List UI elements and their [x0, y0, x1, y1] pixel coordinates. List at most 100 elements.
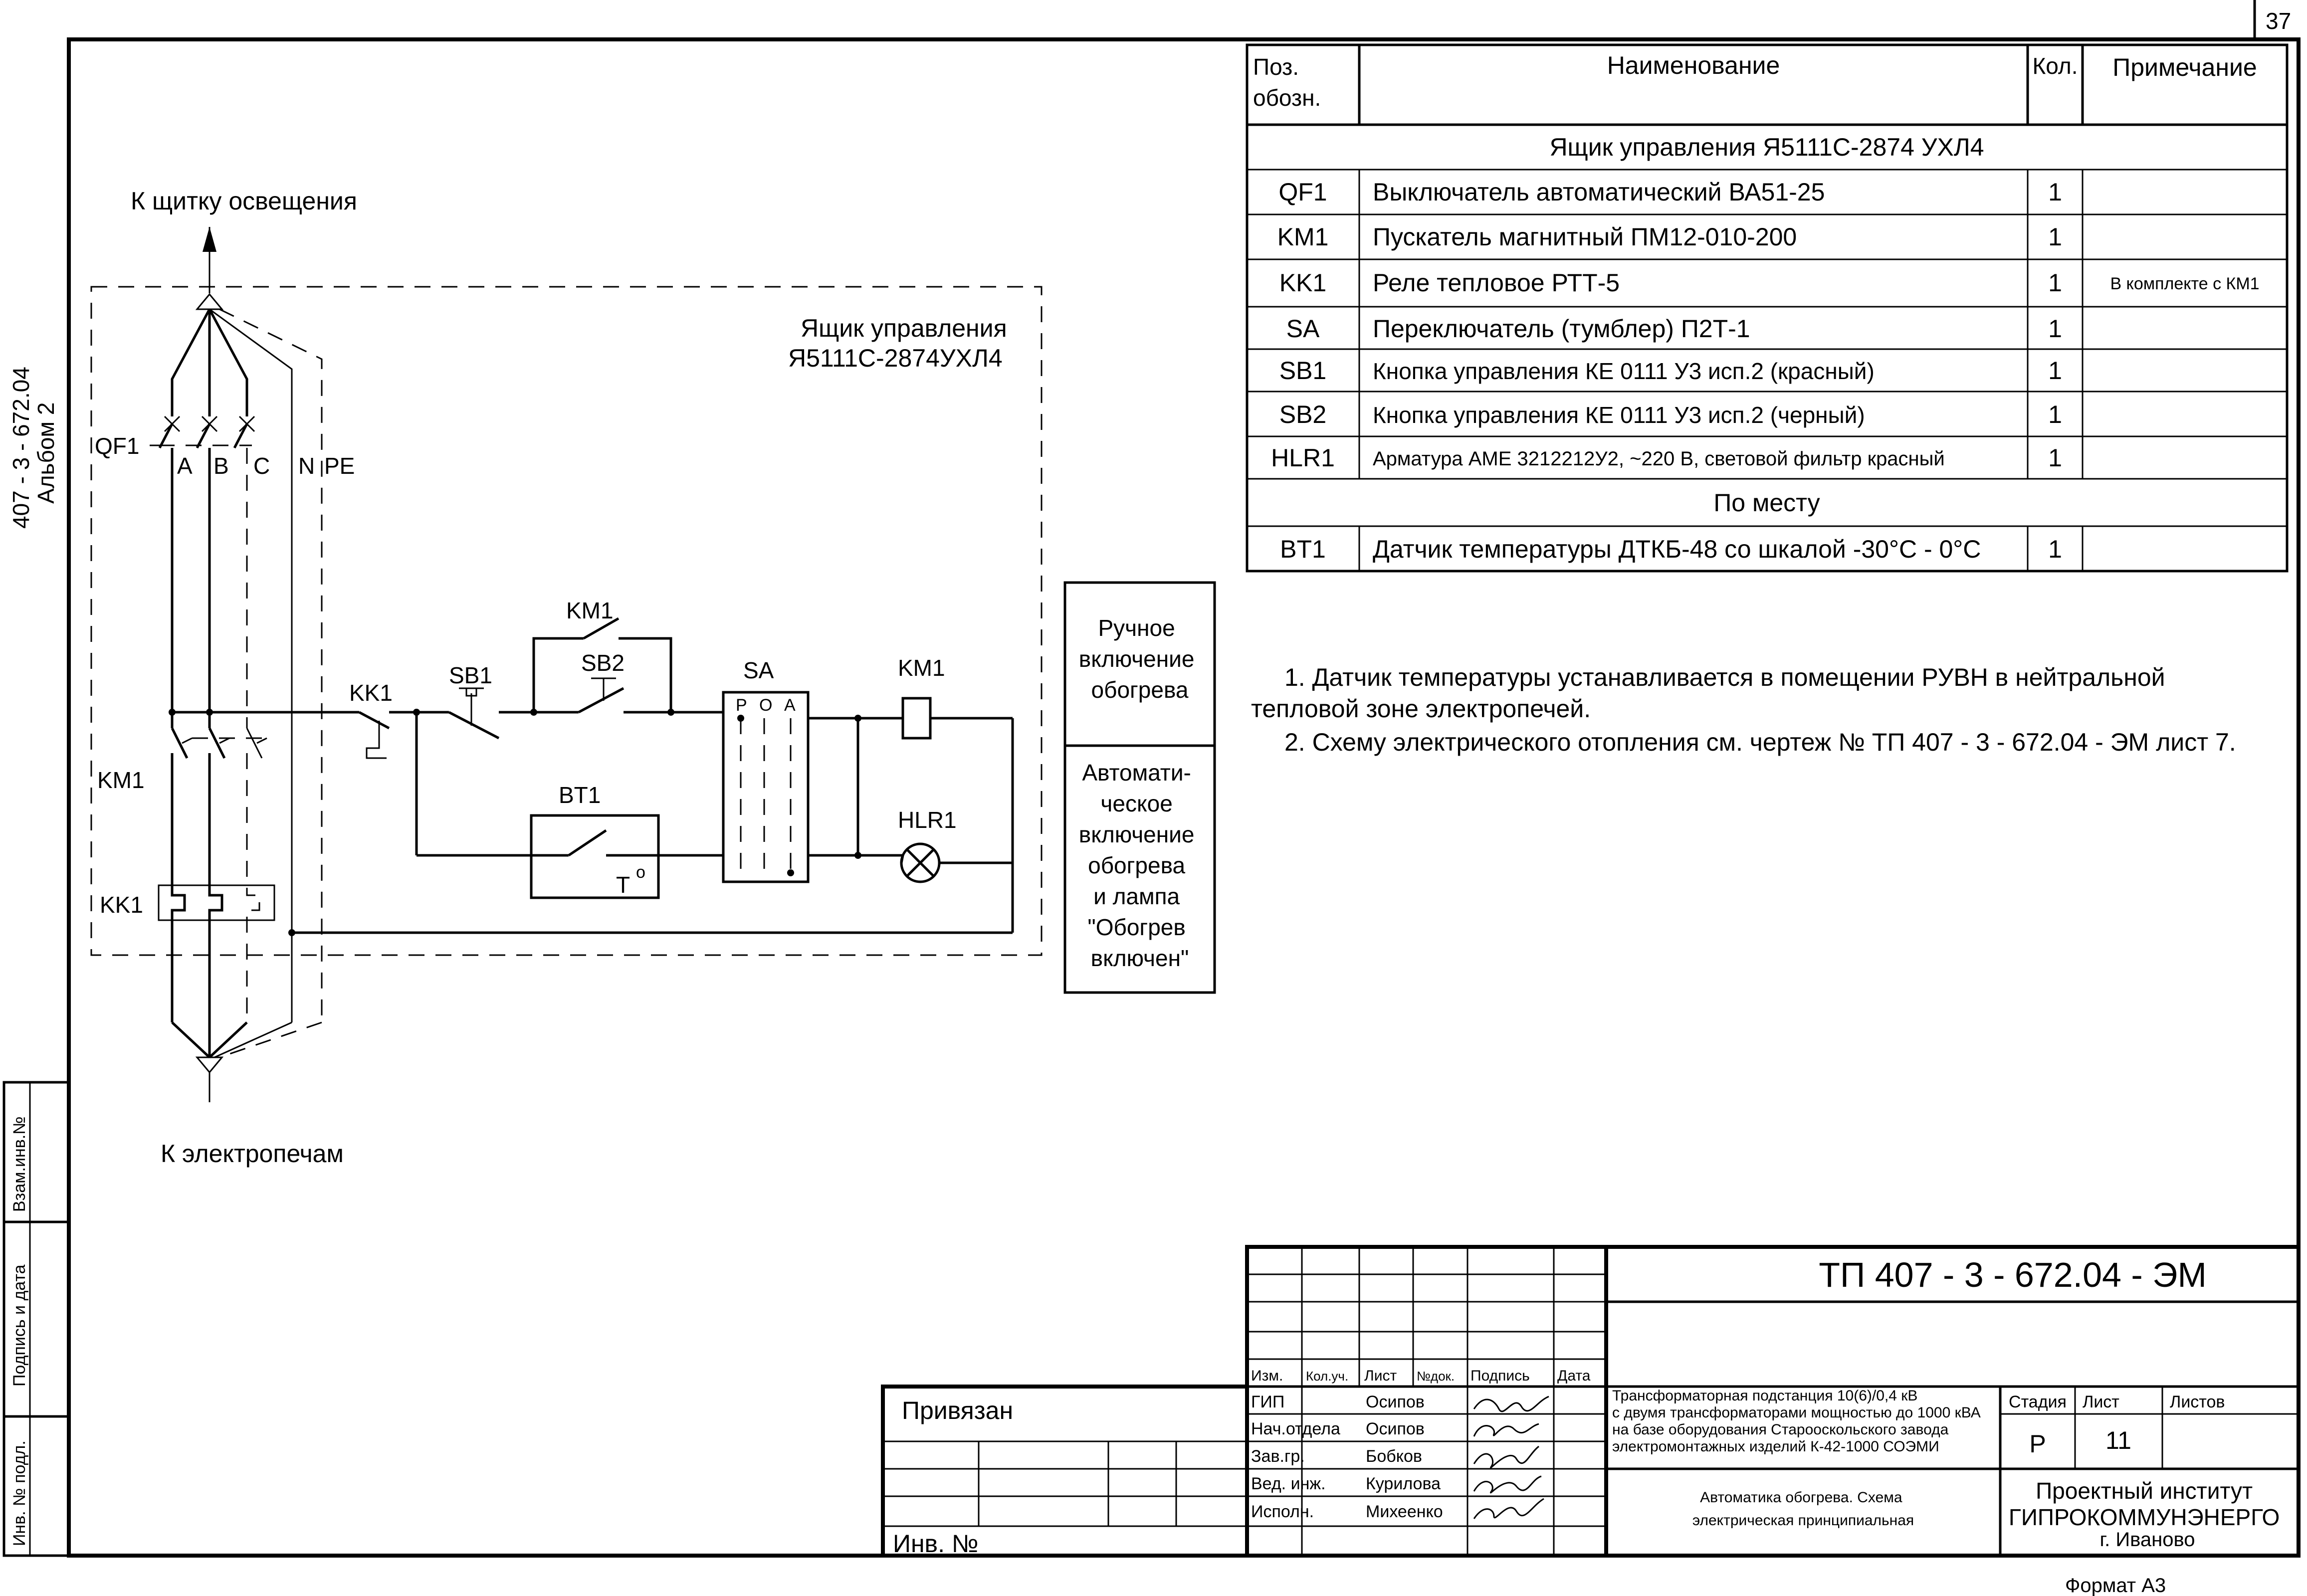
col-date: Дата — [1557, 1368, 1591, 1384]
lamp-icon — [900, 842, 941, 883]
spec-name: Датчик температуры ДТКБ-48 со шкалой -30… — [1373, 535, 1981, 563]
project-title-line3: на базе оборудования Старооскольского за… — [1612, 1421, 1949, 1438]
spec-name: Арматура АМЕ 3212212У2, ~220 В, световой… — [1373, 448, 1945, 470]
person-name: Курилова — [1366, 1474, 1441, 1493]
legend-auto-line1: Автомати- — [1082, 760, 1191, 786]
spec-row: KK1 Реле тепловое РТТ-5 1 В комплекте с … — [1279, 269, 2260, 297]
signature-mark — [1473, 1396, 1549, 1412]
col-doc: №док. — [1417, 1369, 1455, 1384]
side-code-line1: 407 - 3 - 672.04 — [8, 367, 34, 529]
sheet-title-line2: электрическая принципиальная — [1692, 1512, 1914, 1529]
sa-pos-a: A — [784, 696, 796, 715]
label-phase-a: A — [177, 453, 193, 479]
sheet-title: Автоматика обогрева. Схема электрическая… — [1692, 1489, 1914, 1529]
col-izm: Изм. — [1251, 1368, 1283, 1384]
spec-row: QF1 Выключатель автоматический ВА51-25 1 — [1278, 178, 2062, 206]
person-row: ГИП Осипов — [1251, 1393, 1549, 1412]
spec-header-pos: Поз. обозн. — [1253, 54, 1321, 111]
label-phase-c: C — [253, 453, 270, 479]
spec-header-pos-line1: Поз. — [1253, 54, 1299, 80]
note-1a: 1. Датчик температуры устанавливается в … — [1284, 663, 2165, 691]
legend-manual-line1: Ручное — [1098, 615, 1175, 641]
legend-auto-line4: обогрева — [1088, 852, 1185, 878]
spec-pos: SB1 — [1279, 357, 1327, 385]
label-neutral: N — [298, 453, 315, 479]
spec-row: BT1 Датчик температуры ДТКБ-48 со шкалой… — [1280, 535, 2062, 563]
label-qf1: QF1 — [95, 433, 139, 459]
label-to-lighting: К щитку освещения — [131, 187, 357, 215]
label-hlr1: HLR1 — [898, 807, 957, 833]
person-role: Исполн. — [1251, 1502, 1314, 1521]
org-line3: г. Иваново — [2099, 1529, 2195, 1551]
spec-qty: 1 — [2048, 444, 2062, 472]
spec-header-qty: Кол. — [2033, 53, 2078, 79]
spec-name: Пускатель магнитный ПМ12-010-200 — [1373, 223, 1797, 251]
org-block: Проектный институт ГИПРОКОММУНЭНЕРГО г. … — [2009, 1478, 2286, 1551]
sheet-label: Лист — [2083, 1393, 2119, 1411]
person-row: Нач.отдела Осипов — [1251, 1419, 1539, 1438]
sa-pos-o: O — [759, 696, 772, 715]
legend-manual-line2: включение — [1079, 646, 1195, 672]
notes: 1. Датчик температуры устанавливается в … — [1251, 663, 2236, 756]
person-name: Осипов — [1366, 1419, 1425, 1438]
spec-pos: SA — [1286, 315, 1320, 343]
spec-pos: KM1 — [1277, 223, 1329, 251]
legend-auto-line6: "Обогрев — [1087, 914, 1185, 940]
spec-pos: BT1 — [1280, 535, 1326, 563]
spec-qty: 1 — [2048, 223, 2062, 251]
sheet-value: 11 — [2105, 1426, 2131, 1454]
sheet-frame: 37 Формат А3 — [67, 0, 2301, 1596]
spec-name: Кнопка управления КЕ 0111 У3 исп.2 (черн… — [1373, 402, 1865, 428]
control-box-title-2: Я5111С-2874УХЛ4 — [788, 344, 1003, 372]
qf1-contacts — [158, 415, 255, 449]
col-list: Лист — [1364, 1368, 1397, 1384]
title-block: ТП 407 - 3 - 672.04 - ЭМ Изм. Кол.уч. Ли… — [881, 1245, 2301, 1558]
person-name: Осипов — [1366, 1393, 1425, 1411]
label-bt1: BT1 — [559, 782, 601, 808]
spec-note: В комплекте с КМ1 — [2110, 274, 2259, 293]
signature-mark — [1473, 1498, 1544, 1519]
spec-header-pos-line2: обозн. — [1253, 85, 1321, 111]
project-title-line4: электромонтажных изделий К-42-1000 СОЭМИ — [1612, 1438, 1939, 1455]
org-line1: Проектный институт — [2036, 1478, 2253, 1504]
spec-section-place: По месту — [1713, 489, 1820, 517]
legend-auto-line2: ческое — [1100, 791, 1172, 816]
km1-coil — [901, 697, 932, 740]
doc-code: ТП 407 - 3 - 672.04 - ЭМ — [1819, 1255, 2207, 1294]
person-row: Зав.гр. Бобков — [1251, 1445, 1539, 1468]
org-line2: ГИПРОКОММУНЭНЕРГО — [2009, 1504, 2280, 1530]
project-title-line1: Трансформаторная подстанция 10(6)/0,4 кВ — [1612, 1388, 1917, 1404]
side-stamp-signature: Подпись и дата — [10, 1264, 29, 1387]
format-label: Формат А3 — [2065, 1575, 2166, 1596]
project-title-line2: с двумя трансформаторами мощностью до 10… — [1612, 1404, 1981, 1421]
person-role: Зав.гр. — [1251, 1447, 1305, 1466]
col-kol: Кол.уч. — [1306, 1369, 1348, 1384]
privyazan-label: Привязан — [902, 1396, 1013, 1424]
spec-name: Переключатель (тумблер) П2Т-1 — [1373, 315, 1750, 343]
bt1-temp-symbol: T — [616, 872, 630, 898]
label-km1-main: KM1 — [97, 767, 145, 793]
spec-pos: HLR1 — [1271, 444, 1335, 472]
label-sb1: SB1 — [449, 662, 492, 688]
arrow-up-icon — [203, 227, 216, 252]
sa-pos-p: P — [736, 696, 747, 715]
legend-manual-line3: обогрева — [1091, 677, 1189, 703]
person-row: Вед. инж. Курилова — [1251, 1474, 1542, 1494]
spec-section-box: Ящик управления Я5111С-2874 УХЛ4 — [1549, 133, 1984, 161]
spec-name: Выключатель автоматический ВА51-25 — [1373, 178, 1825, 206]
spec-pos: QF1 — [1278, 178, 1327, 206]
person-role: Нач.отдела — [1251, 1419, 1340, 1438]
control-box-title-1: Ящик управления — [801, 314, 1007, 342]
label-to-furnaces: К электропечам — [161, 1140, 344, 1168]
label-pe: PE — [324, 453, 355, 479]
spec-qty: 1 — [2048, 269, 2062, 297]
spec-row: HLR1 Арматура АМЕ 3212212У2, ~220 В, све… — [1271, 444, 2062, 472]
signature-mark — [1473, 1445, 1539, 1468]
note-2: 2. Схему электрического отопления см. че… — [1284, 728, 2236, 756]
sheet-title-line1: Автоматика обогрева. Схема — [1700, 1489, 1902, 1506]
spec-name: Реле тепловое РТТ-5 — [1373, 269, 1620, 297]
spec-qty: 1 — [2048, 357, 2062, 385]
sheet-number: 37 — [2266, 8, 2291, 34]
note-1b: тепловой зоне электропечей. — [1251, 695, 1591, 723]
